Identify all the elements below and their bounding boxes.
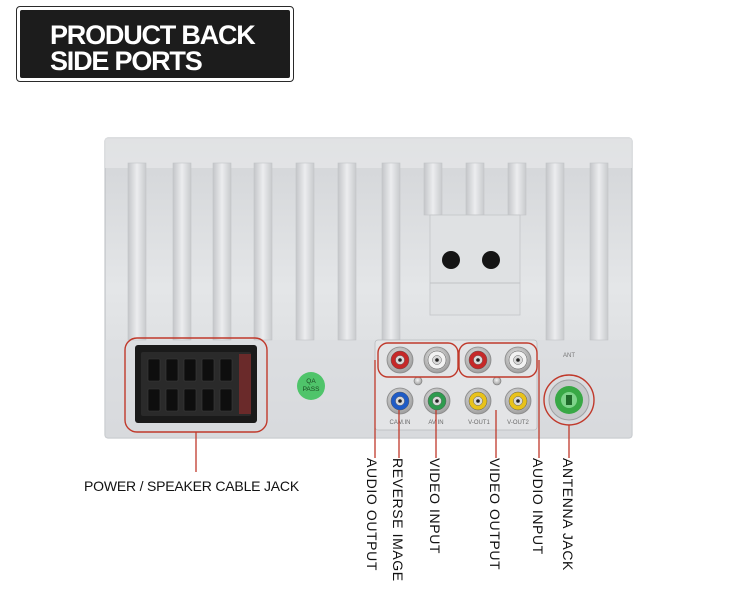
heat-sink-fins: [127, 162, 609, 341]
qa-pass-badge: QA PASS: [297, 372, 325, 400]
rca-jack: [423, 346, 451, 374]
audio-input-annotation: AUDIO INPUT: [530, 458, 546, 555]
screw-hole-left: [442, 251, 460, 269]
heat-sink-fin: [127, 162, 147, 341]
heat-sink-fin: [589, 162, 609, 341]
rca-jack: [464, 346, 492, 374]
cam-in-label: CAM.IN: [390, 420, 411, 426]
heat-sink-fin: [545, 162, 565, 341]
audio-output-callout: [377, 342, 459, 378]
connector-pin: [165, 388, 179, 412]
qa-badge-line-1: QA: [306, 378, 316, 385]
reverse-image-annotation: REVERSE IMAGE: [390, 458, 406, 582]
connector-pin: [183, 358, 197, 382]
connector-pin: [183, 388, 197, 412]
rca-jack: [386, 387, 414, 415]
v-out1-label: V-OUT1: [468, 420, 490, 426]
rca-port-plate: CAM.IN AV IN V-OUT1 V-OUT2: [374, 339, 538, 431]
connector-pin: [219, 358, 233, 382]
callout-leaders: [195, 360, 570, 472]
central-module: [429, 214, 521, 316]
power-speaker-annotation: POWER / SPEAKER CABLE JACK: [84, 478, 299, 494]
antenna-jack-annotation: ANTENNA JACK: [560, 458, 576, 571]
heat-sink-fin: [465, 162, 485, 216]
power-speaker-connector: [124, 337, 268, 433]
connector-pin: [147, 388, 161, 412]
rca-jack: [504, 346, 532, 374]
connector-pin: [201, 358, 215, 382]
rca-jack: [423, 387, 451, 415]
title-plate: PRODUCT BACK SIDE PORTS: [20, 10, 290, 78]
video-output-annotation: VIDEO OUTPUT: [487, 458, 503, 571]
video-input-annotation: VIDEO INPUT: [427, 458, 443, 555]
connector-pin: [147, 358, 161, 382]
rca-jack: [504, 387, 532, 415]
rca-jack: [386, 346, 414, 374]
heat-sink-fin: [295, 162, 315, 341]
screw-hole-right: [482, 251, 500, 269]
title-box: PRODUCT BACK SIDE PORTS: [16, 6, 294, 82]
title-line-2: SIDE PORTS: [50, 46, 203, 76]
heat-sink-fin: [337, 162, 357, 341]
rca-jack: [464, 387, 492, 415]
connector-pin: [219, 388, 233, 412]
connector-pins: [147, 358, 233, 412]
rca-jacks: [386, 346, 532, 415]
connector-pin: [165, 358, 179, 382]
screw-icon: [413, 376, 423, 386]
heat-sink-fin: [381, 162, 401, 341]
heat-sink-fin: [507, 162, 527, 216]
v-out2-label: V-OUT2: [507, 420, 529, 426]
heat-sink-fin: [172, 162, 192, 341]
antenna-jack: ANT: [543, 353, 595, 426]
heat-sink-fin: [423, 162, 443, 216]
title-line-1: PRODUCT BACK: [50, 20, 256, 50]
audio-input-callout: [458, 342, 538, 378]
audio-output-annotation: AUDIO OUTPUT: [364, 458, 380, 571]
heat-sink-fin: [253, 162, 273, 341]
connector-pin: [201, 388, 215, 412]
ant-label: ANT: [563, 353, 575, 359]
connector-key: [239, 354, 251, 414]
qa-badge-line-2: PASS: [303, 386, 321, 393]
heat-sink-fin: [212, 162, 232, 341]
screw-icon: [492, 376, 502, 386]
